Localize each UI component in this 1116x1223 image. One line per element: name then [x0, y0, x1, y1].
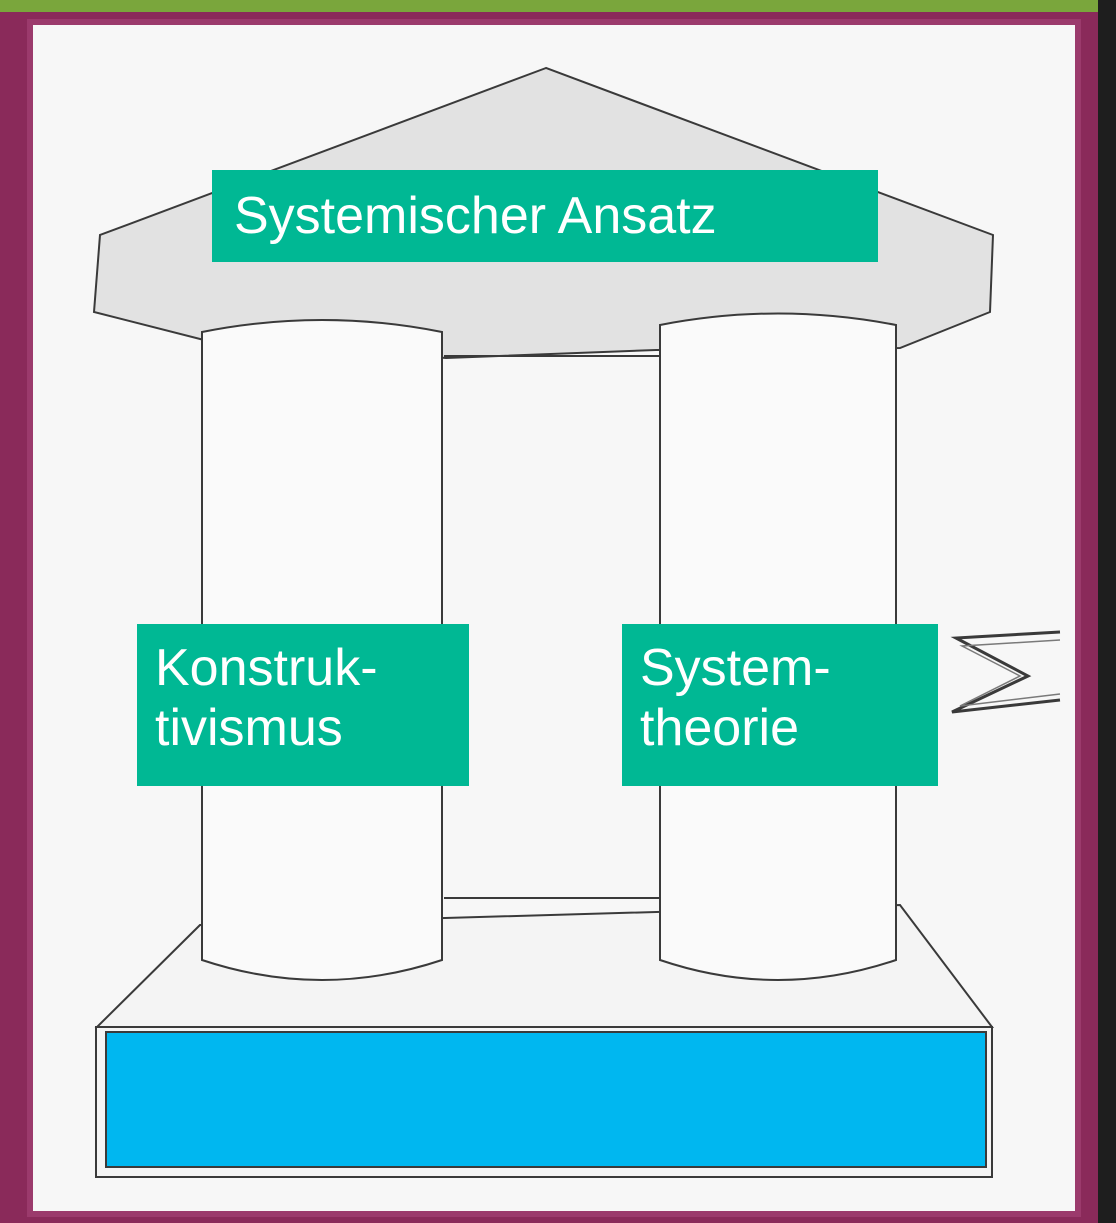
- left-pillar-label-line-1: Konstruk-: [155, 639, 378, 697]
- left-pillar-label-line-2: tivismus: [155, 699, 343, 757]
- right-pillar-label-line-1: System-: [640, 639, 831, 697]
- zigzag-arrow-icon: [950, 630, 1061, 714]
- foundation-block: [105, 1031, 987, 1168]
- left-pillar-label-box: [137, 624, 469, 786]
- zigzag-arrow-icon-shadow: [959, 639, 1061, 707]
- roof-label-box: [212, 170, 878, 262]
- left-pillar-label: Konstruk- tivismus: [137, 624, 469, 786]
- roof-label: Systemischer Ansatz: [212, 170, 878, 262]
- right-pillar-label-box: [622, 624, 938, 786]
- frame-right-edge: [1098, 0, 1116, 1223]
- roof-label-text: Systemischer Ansatz: [234, 187, 717, 245]
- frame-top-strip: [0, 0, 1116, 12]
- right-pillar-label: System- theorie: [622, 624, 938, 786]
- right-pillar-label-line-2: theorie: [640, 699, 799, 757]
